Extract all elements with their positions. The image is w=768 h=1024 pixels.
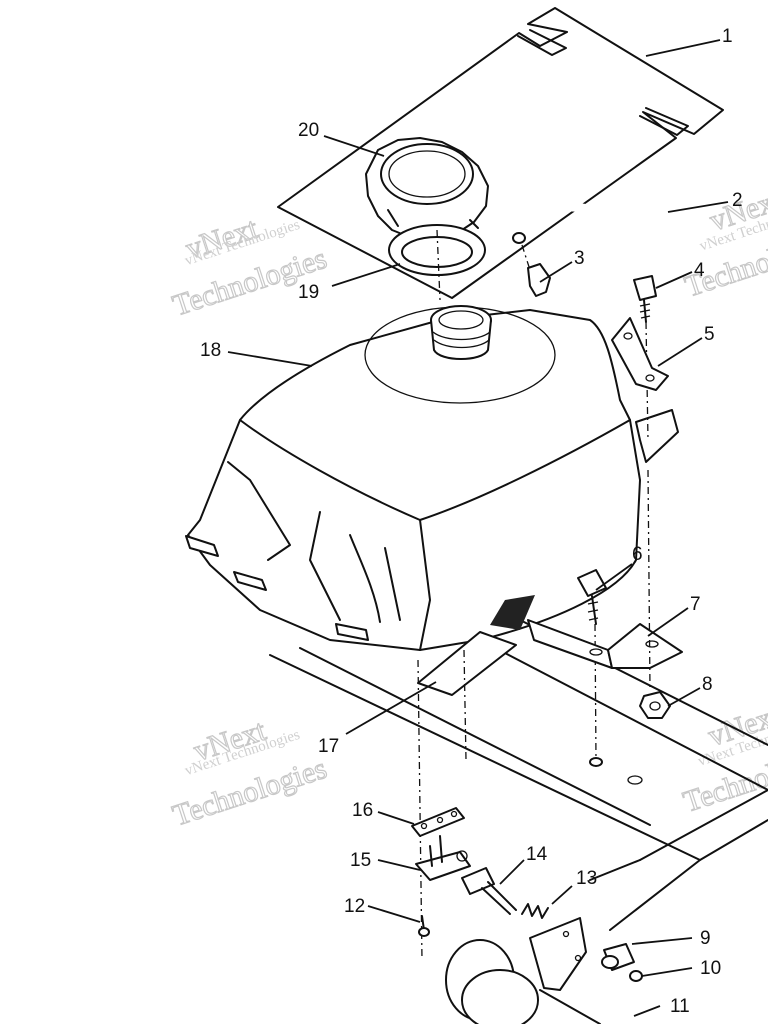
callout-labels: 1 2 3 4 5 6 7 8 9 10 11 12 13 14 15 16 1… [200,26,743,1017]
part-18-fuel-tank [185,305,679,651]
callout-10: 10 [700,958,721,979]
callout-15: 15 [350,850,371,871]
callout-3: 3 [574,248,585,269]
callout-20: 20 [298,120,319,141]
callout-11: 11 [670,996,690,1017]
part-1-tank-pad [277,7,724,299]
callout-6: 6 [632,544,643,565]
part-10-screw [629,970,643,982]
callout-7: 7 [690,594,701,615]
callout-2: 2 [732,190,743,211]
part-6-bolt [577,569,607,761]
part-14-valve-shaft [461,867,517,915]
part-15-fuel-valve [415,835,471,881]
callout-1: 1 [722,26,733,47]
callout-4: 4 [694,260,705,281]
callout-19: 19 [298,282,319,303]
callout-5: 5 [704,324,715,345]
watermark-left-bottom: vNext vNext Technologies Technologies [168,713,331,833]
part-2-vent-hose [512,160,673,244]
callout-14: 14 [526,844,548,865]
callout-18: 18 [200,340,221,361]
callout-16: 16 [352,800,373,821]
part-9-valve-knob [601,943,635,971]
part-20-fuel-cap [365,137,489,247]
callout-17: 17 [318,736,339,757]
part-13-spring [521,903,549,919]
part-17-pad [417,631,517,961]
part-3-vent-fitting [521,244,551,297]
part-12-screw [418,915,430,937]
callout-13: 13 [576,868,597,889]
frame-rail [269,595,768,931]
part-8-nut [589,469,671,767]
callout-9: 9 [700,928,711,949]
part-7-bracket [527,619,683,669]
part-11-mounting-plate [445,917,601,1024]
callout-12: 12 [344,896,365,917]
part-19-cap-gasket [388,224,486,301]
part-5-bracket [611,317,669,391]
watermark-right-top: vNext vNext Technologies Technologies [680,183,768,304]
leader-lines [227,39,729,1017]
part-16-plate [411,807,465,837]
callout-8: 8 [702,674,713,695]
part-4-bolt [633,275,657,441]
